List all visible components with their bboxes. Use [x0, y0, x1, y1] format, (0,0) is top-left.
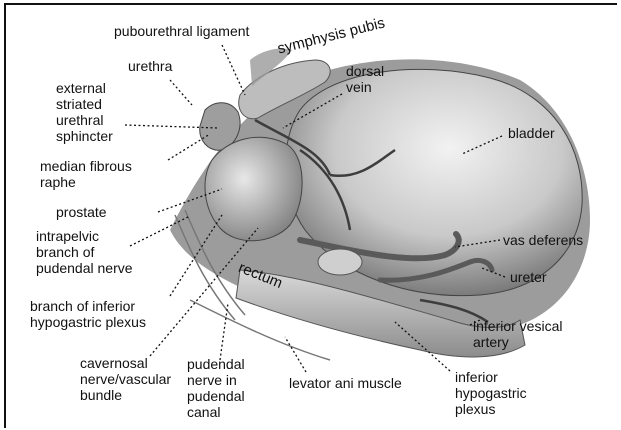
label-branch-inferior-hypogastric-plexus: branch of inferior hypogastric plexus: [30, 298, 146, 330]
label-pubourethral-ligament: pubourethral ligament: [114, 23, 249, 39]
label-ureter: ureter: [510, 269, 547, 285]
seminal-vesicle-shape: [318, 249, 362, 275]
label-intrapelvic-branch: intrapelvic branch of pudendal nerve: [36, 228, 133, 276]
label-vas-deferens: vas deferens: [503, 232, 583, 248]
leader-pudendal-nerve: [220, 303, 228, 360]
label-prostate: prostate: [56, 204, 107, 220]
label-dorsal-vein: dorsal vein: [346, 63, 384, 95]
label-median-fibrous-raphe: median fibrous raphe: [40, 158, 132, 190]
label-inferior-hypogastric-plexus: inferior hypogastric plexus: [455, 369, 527, 417]
label-pudendal-nerve-in-canal: pudendal nerve in pudendal canal: [187, 356, 245, 420]
label-inferior-vesical-artery: inferior vesical artery: [473, 318, 562, 350]
label-external-striated-urethral-sphincter: external striated urethral sphincter: [56, 80, 113, 144]
leader-median-raphe: [168, 134, 210, 160]
leader-levator-ani: [285, 337, 306, 372]
prostate-shape: [205, 137, 302, 240]
label-cavernosal-bundle: cavernosal nerve/vascular bundle: [80, 355, 171, 403]
label-urethra: urethra: [128, 58, 172, 74]
leader-pubourethral-ligament: [222, 45, 245, 95]
label-bladder: bladder: [508, 125, 555, 141]
leader-urethra: [170, 80, 192, 105]
label-levator-ani-muscle: levator ani muscle: [289, 375, 402, 391]
